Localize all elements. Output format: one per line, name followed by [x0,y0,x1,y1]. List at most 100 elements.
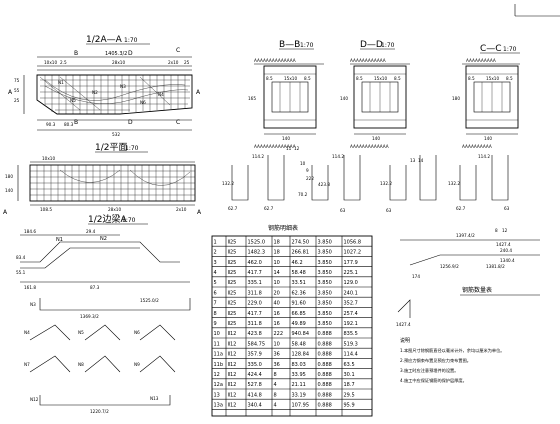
notes: 说明 1.本图尺寸除钢筋直径以毫米计外，余均以厘米为单位。 2.预应力钢束布置见… [400,337,505,384]
table-cell: 3.850 [318,311,332,317]
svg-text:N2: N2 [92,90,98,95]
table-cell: 66.85 [292,311,306,317]
svg-text:132.2: 132.2 [380,181,392,186]
table-cell: 357.9 [248,352,262,358]
svg-text:D: D [128,119,133,126]
svg-text:28x10: 28x10 [112,60,125,65]
svg-text:10: 10 [300,161,306,166]
table-cell: 3.850 [318,239,332,245]
table-cell: 3 [214,260,217,266]
table-cell: 16 [274,321,280,327]
svg-text:N9: N9 [134,362,140,367]
table-cell: 58.48 [292,270,306,276]
svg-text:N7: N7 [24,362,30,367]
table-cell: 20 [274,290,280,296]
svg-text:83.4: 83.4 [16,255,26,260]
stirrup-shapes: 114.2 132.2 62.7 62.7 11 12 10 9 114.2 2… [222,146,510,213]
svg-text:A: A [196,89,201,96]
table-cell: 129.0 [344,280,358,286]
right-label: 钢筋数量表 [462,286,492,294]
svg-text:114.2: 114.2 [252,154,264,159]
svg-text:132.2: 132.2 [222,181,234,186]
table-cell: 3.850 [318,250,332,256]
svg-text:8.5: 8.5 [394,76,401,81]
table-cell: 91.60 [292,301,306,307]
svg-text:1:70: 1:70 [300,42,314,49]
table-cell: 8 [274,392,277,398]
table-cell: 225.1 [344,270,358,276]
table-cell: 222 [274,331,284,337]
table-cell: 30.1 [344,372,355,378]
svg-text:N13: N13 [150,396,159,401]
svg-text:N6: N6 [140,100,146,105]
svg-text:8.5: 8.5 [304,76,311,81]
svg-text:B: B [74,50,78,57]
svg-text:63: 63 [504,206,510,211]
table-cell: Ⅱ25 [228,301,237,307]
table-cell: 13 [214,392,220,398]
svg-text:1:70: 1:70 [503,46,517,53]
table-cell: 29.5 [344,392,355,398]
svg-text:1427.4: 1427.4 [396,322,411,327]
table-title: 钢筋明细表 [268,224,298,232]
table-cell: Ⅱ25 [228,311,237,317]
svg-text:1369.3/2: 1369.3/2 [80,314,99,319]
table-cell: 835.5 [344,331,358,337]
svg-text:1525.0/2: 1525.0/2 [140,298,159,303]
table-cell: 240.1 [344,290,358,296]
table-cell: 177.9 [344,260,358,266]
svg-text:108.5: 108.5 [40,207,52,212]
corner-mark [514,4,560,17]
svg-text:62.7: 62.7 [264,206,274,211]
svg-text:12: 12 [294,146,300,151]
table-cell: Ⅱ25 [228,239,237,245]
table-cell: 12 [214,372,220,378]
section-cc: C—C 1:70 AAAAAAAAAA 8.5 15x10 8.5 180 14… [452,44,520,149]
table-cell: 33.19 [292,392,306,398]
table-cell: 21.11 [292,382,306,388]
svg-text:140: 140 [340,96,348,101]
svg-text:9: 9 [306,168,309,173]
svg-text:2.预应力钢束布置见预应力束布置图。: 2.预应力钢束布置见预应力束布置图。 [400,357,471,364]
svg-text:N1: N1 [56,237,63,243]
svg-text:80.3: 80.3 [64,122,74,127]
table-cell: 1525.0 [248,239,266,245]
svg-text:N6: N6 [134,330,140,335]
svg-text:13: 13 [410,158,416,163]
table-cell: Ⅱ12 [228,362,237,368]
table-cell: 311.8 [248,290,262,296]
svg-text:12: 12 [502,228,508,233]
svg-text:1:70: 1:70 [122,217,136,224]
svg-text:114.2: 114.2 [332,154,344,159]
table-cell: Ⅱ12 [228,341,237,347]
svg-text:90.3: 90.3 [46,122,56,127]
svg-text:1.本图尺寸除钢筋直径以毫米计外，余均以厘米为单位。: 1.本图尺寸除钢筋直径以毫米计外，余均以厘米为单位。 [400,347,505,354]
svg-text:2.5: 2.5 [60,60,67,65]
table-cell: 229.0 [248,301,262,307]
table-cell: 40 [274,301,280,307]
svg-text:A: A [3,209,8,216]
svg-text:8.5: 8.5 [506,76,513,81]
svg-text:15x10: 15x10 [486,76,499,81]
table-cell: 2 [214,250,217,256]
table-cell: 266.81 [292,250,310,256]
table-cell: 12a [214,382,223,388]
table-cell: 0.888 [318,341,332,347]
svg-text:1405.3/2: 1405.3/2 [105,51,127,57]
table-cell: 3.850 [318,321,332,327]
table-cell: 33.51 [292,280,306,286]
table-cell: 36 [274,362,280,368]
svg-text:25: 25 [184,60,190,65]
table-cell: 3.850 [318,260,332,266]
svg-text:11: 11 [286,146,292,151]
table-cell: Ⅱ12 [228,372,237,378]
table-cell: 36 [274,352,280,358]
table-cell: Ⅱ12 [228,392,237,398]
svg-text:240.4: 240.4 [500,248,512,253]
svg-text:AAAAAAAAAAAAA: AAAAAAAAAAAAA [350,144,389,149]
table-cell: 4 [214,270,217,276]
table-cell: 5 [214,280,217,286]
table-cell: 3.850 [318,270,332,276]
